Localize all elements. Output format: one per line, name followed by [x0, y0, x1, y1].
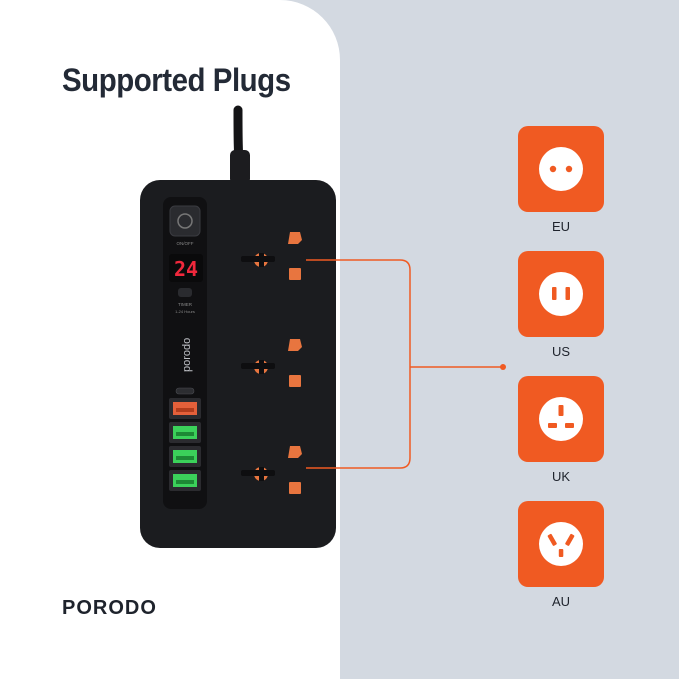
plug-tile-au — [518, 501, 604, 587]
page-title: Supported Plugs — [62, 62, 291, 98]
timer-display — [169, 254, 203, 282]
plug-label-us: US — [551, 344, 571, 359]
timer-range: 1-24 Hours — [175, 309, 195, 314]
plug-tile-us — [518, 251, 604, 337]
plug-label-eu: EU — [551, 219, 571, 234]
cable-strain-relief — [230, 150, 250, 184]
universal-socket-3 — [241, 446, 302, 494]
device-brand-vertical: porodo — [181, 338, 193, 372]
plug-tile-uk — [518, 376, 604, 462]
brand-logo: PORODO — [62, 597, 157, 619]
universal-socket-1 — [241, 232, 302, 280]
uk-socket-icon — [539, 397, 583, 441]
callout-dot — [500, 364, 506, 370]
timer-display-value: 24 — [174, 257, 198, 281]
us-socket-icon — [539, 272, 583, 316]
usb-c-port — [175, 387, 195, 395]
timer-label: TIMER — [178, 302, 193, 307]
eu-socket-icon — [539, 147, 583, 191]
plug-label-au: AU — [551, 594, 571, 609]
universal-socket-2 — [241, 339, 302, 387]
power-label: ON/OFF — [177, 241, 194, 246]
callout-bracket — [306, 259, 411, 469]
plug-tile-eu — [518, 126, 604, 212]
plug-label-uk: UK — [551, 469, 571, 484]
power-icon — [177, 213, 193, 229]
power-button — [169, 205, 201, 237]
timer-button — [178, 288, 192, 297]
au-socket-icon — [539, 522, 583, 566]
